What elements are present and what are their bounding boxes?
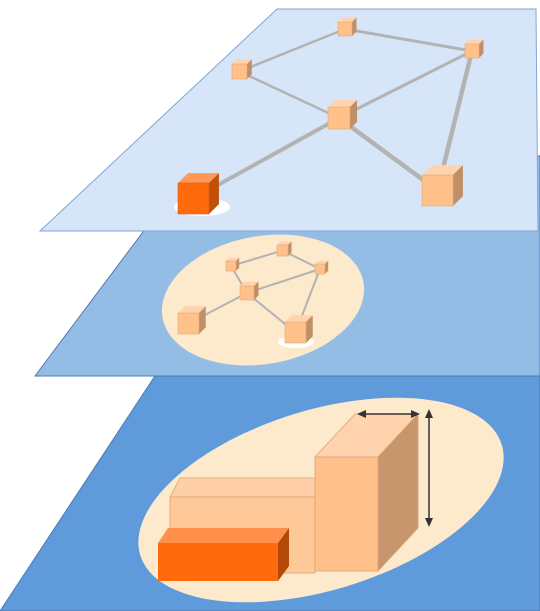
top-edge [238,70,340,120]
middle-edge [230,249,283,267]
top-node-north [337,17,357,37]
top-node-center [327,99,358,130]
top-node-selected [177,173,219,215]
middle-node-north [276,241,292,257]
middle-node-center [239,281,259,301]
middle-cluster-ellipse [161,234,365,366]
top-plane [38,8,539,232]
middle-nodes [177,241,329,344]
top-edge [337,116,439,193]
top-layer [38,8,539,232]
middle-node-west [225,257,240,272]
width-dimension-arrow [357,410,420,418]
middle-edge [246,268,321,294]
middle-node-southwest [177,306,206,335]
middle-node-east [314,260,329,275]
top-edge [338,49,473,120]
height-dimension-arrow [425,409,433,527]
front-block-selected [158,528,289,581]
middle-node-south [284,315,313,344]
top-nodes [177,17,484,215]
top-node-southeast [421,165,463,207]
top-node-west [231,59,252,80]
top-node-east [464,39,484,59]
top-edge [239,27,346,73]
bottom-layer [0,337,540,611]
top-edge [344,27,473,53]
